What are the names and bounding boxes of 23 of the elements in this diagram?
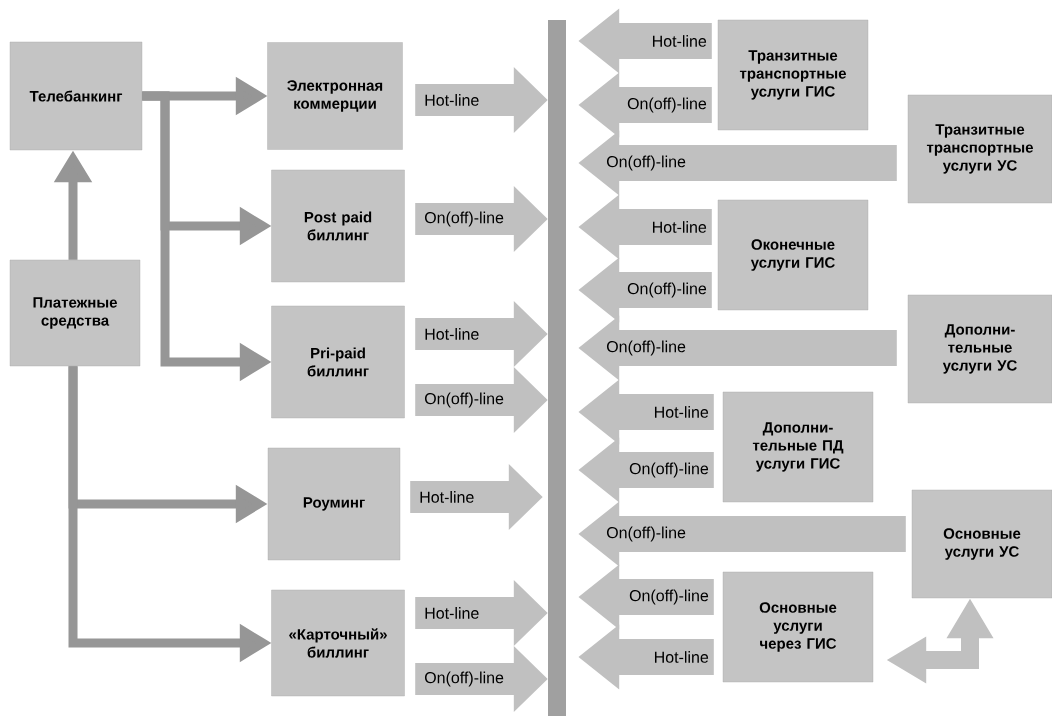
edge-label: Hot-line <box>652 650 710 664</box>
process-box: Pri-paid биллинг <box>271 305 405 419</box>
bus-bar <box>548 20 566 716</box>
edge-label: Hot-line <box>650 34 708 48</box>
edge-label: Hot-line <box>423 606 481 620</box>
edge-label: Hot-line <box>418 490 476 504</box>
process-box: Post paid биллинг <box>271 169 405 283</box>
edge-label: Hot-line <box>652 405 710 419</box>
process-box: Транзитные транспортные услуги УС <box>907 94 1052 204</box>
process-box: Дополни-тельные услуги УС <box>907 294 1052 404</box>
process-box: Дополни-тельные ПД услуги ГИС <box>722 391 874 503</box>
edge-label: Hot-line <box>423 93 481 107</box>
process-box: Телебанкинг <box>9 41 143 151</box>
process-box: Транзитные транспортные услуги ГИС <box>717 19 869 131</box>
edge-label: Hot-line <box>423 327 481 341</box>
process-box: Основные услуги УС <box>911 489 1052 599</box>
process-box: Основные услуги через ГИС <box>722 571 874 683</box>
process-box: Оконечные услуги ГИС <box>717 199 869 311</box>
process-box: «Карточный» биллинг <box>271 589 405 697</box>
process-box: Роуминг <box>267 447 401 561</box>
process-box: Электронная коммерции <box>267 42 403 150</box>
process-box: Платежные средства <box>9 259 141 367</box>
edge-label: Hot-line <box>650 220 708 234</box>
